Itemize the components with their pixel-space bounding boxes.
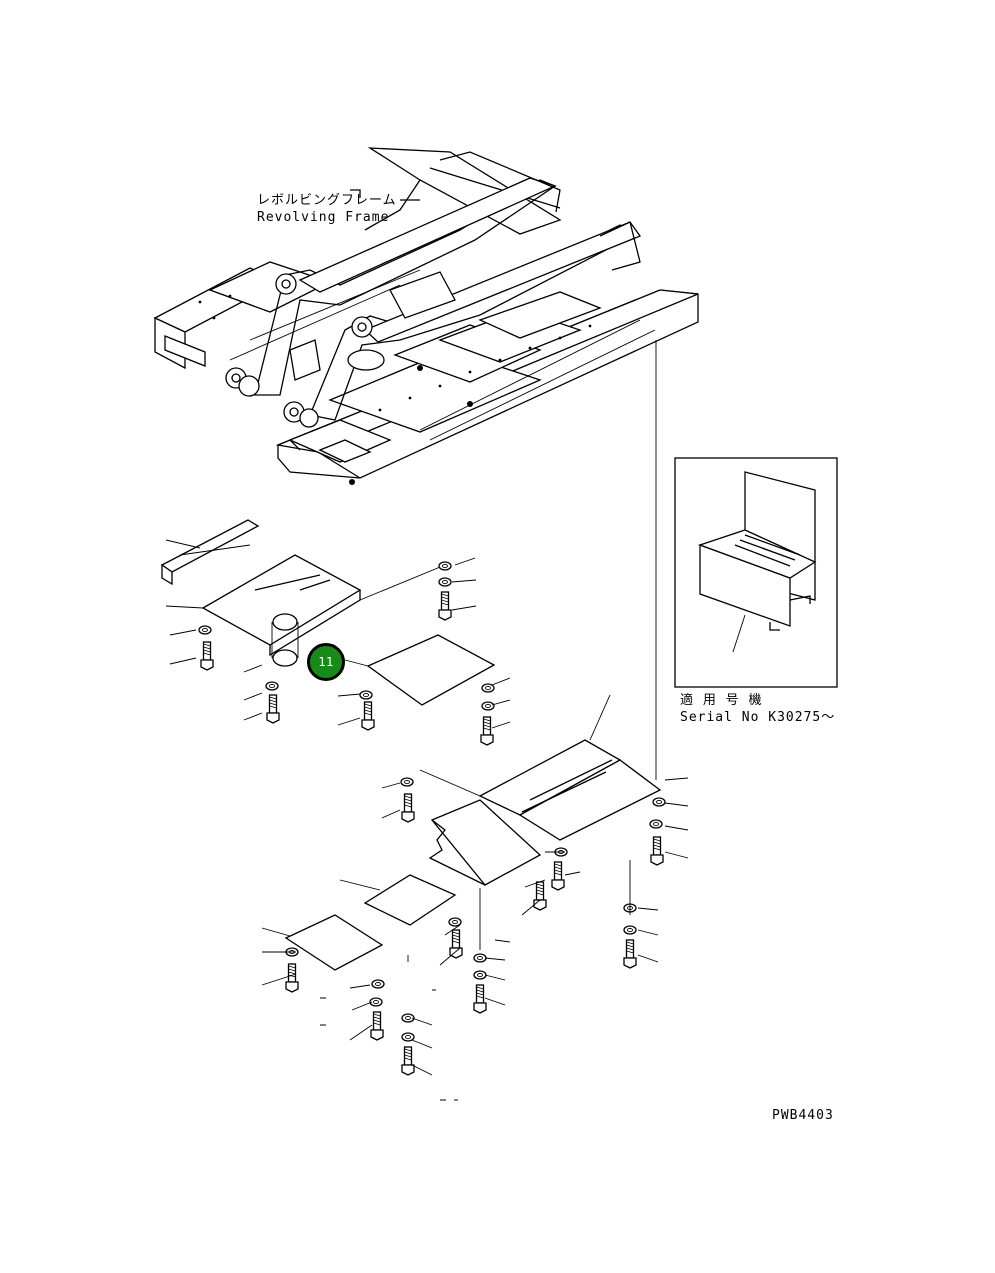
bolt-icon — [401, 793, 415, 823]
washer-icon — [448, 917, 462, 927]
leader-lines — [169, 557, 689, 1101]
bolt-icon — [285, 963, 299, 993]
washer-icon — [649, 819, 663, 829]
serial-inset-box — [674, 457, 838, 688]
washer-icon — [473, 970, 487, 980]
washer-icon — [198, 625, 212, 635]
washer-icon — [473, 953, 487, 963]
washer-icon — [371, 979, 385, 989]
serial-label-japanese: 適 用 号 機 — [680, 693, 763, 708]
washer-icon — [369, 997, 383, 1007]
washer-icon — [438, 561, 452, 571]
left-cover-group — [160, 519, 496, 706]
bolt-icon — [266, 694, 280, 724]
washer-icon — [265, 681, 279, 691]
bolt-icon — [361, 701, 375, 731]
frame-label-japanese: レボルビングフレーム — [257, 193, 397, 208]
washer-icon — [481, 701, 495, 711]
washer-icon — [438, 577, 452, 587]
drawing-code: PWB4403 — [772, 1108, 834, 1123]
washer-icon — [652, 797, 666, 807]
frame-label-english: Revolving Frame — [257, 210, 390, 225]
washer-icon — [623, 925, 637, 935]
bolt-icon — [533, 881, 547, 911]
bolt-icon — [401, 1046, 415, 1076]
washer-icon — [400, 777, 414, 787]
right-cover-group — [261, 694, 662, 971]
serial-label-english: Serial No K30275～ — [680, 710, 836, 725]
washer-icon — [481, 683, 495, 693]
bolt-icon — [370, 1011, 384, 1041]
bolt-icon — [449, 929, 463, 959]
washer-icon — [359, 690, 373, 700]
bolt-icon — [480, 716, 494, 746]
bolt-icon — [650, 836, 664, 866]
bolt-icon — [473, 984, 487, 1014]
bolt-icon — [551, 861, 565, 891]
callout-11-badge[interactable]: 11 — [307, 643, 345, 681]
washer-icon — [401, 1013, 415, 1023]
washer-icon — [401, 1032, 415, 1042]
bolt-icon — [623, 939, 637, 969]
bolt-icon — [200, 641, 214, 671]
revolving-frame — [153, 147, 699, 485]
bolt-icon — [438, 591, 452, 621]
fasteners — [198, 561, 666, 1076]
